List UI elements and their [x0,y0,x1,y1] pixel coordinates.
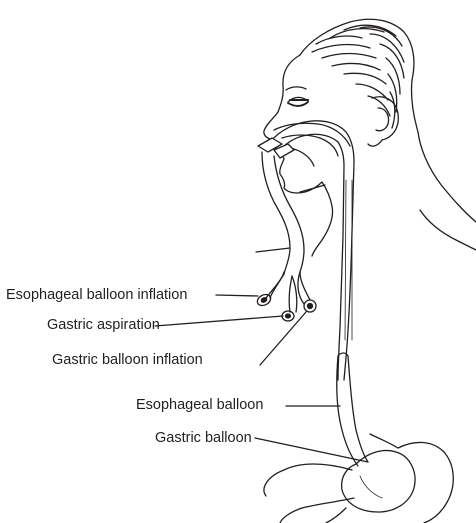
label-esophageal-balloon: Esophageal balloon [136,398,263,413]
leader-gastric-inflation [260,312,306,365]
tube-ports [255,272,316,321]
leader-esophageal-inflation [216,295,258,296]
leader-gastric-balloon [255,438,368,462]
head-outline [264,19,476,256]
esophageal-balloon-shape [337,353,368,466]
main-tube [270,121,354,380]
stomach-gastric-balloon [264,434,453,523]
label-gastric-balloon: Gastric balloon [155,431,252,446]
nose-connector [258,138,294,158]
label-esophageal-balloon-inflation: Esophageal balloon inflation [6,288,187,303]
hair-strokes [312,25,404,128]
label-gastric-aspiration: Gastric aspiration [47,318,160,333]
leader-gastric-aspiration [155,316,283,326]
label-gastric-balloon-inflation: Gastric balloon inflation [52,353,203,368]
eye [286,87,308,106]
